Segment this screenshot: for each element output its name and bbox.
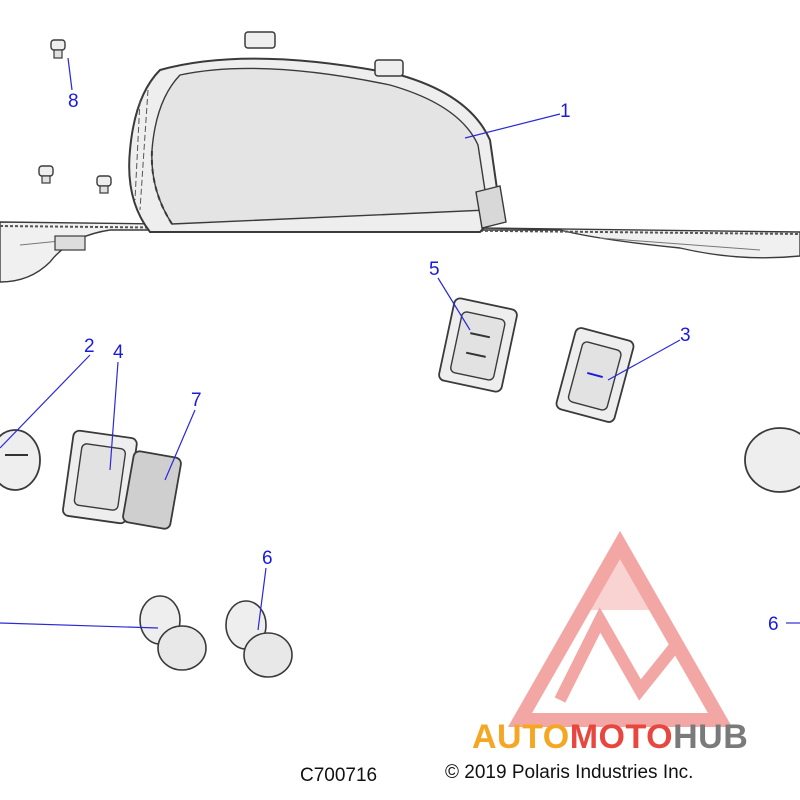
left-edge-knob xyxy=(0,429,41,491)
leader-lines xyxy=(0,57,800,631)
part-code: C700716 xyxy=(300,765,378,786)
screw-parts xyxy=(38,39,112,194)
cylinder-part-b xyxy=(225,600,293,678)
callout-8: 8 xyxy=(68,91,79,112)
watermark-word-moto: MOTO xyxy=(569,718,674,756)
cylinder-part-a xyxy=(139,595,207,671)
callout-5: 5 xyxy=(429,259,440,280)
callout-6b: 6 xyxy=(768,614,779,635)
callout-3: 3 xyxy=(680,325,691,346)
callout-2: 2 xyxy=(84,336,95,357)
watermark-text: AUTOMOTOHUB xyxy=(472,718,748,757)
rocker-switch-part-3 xyxy=(555,327,635,423)
rocker-switch-part-5 xyxy=(438,297,518,393)
callout-4: 4 xyxy=(113,342,124,363)
right-edge-knob xyxy=(744,427,800,493)
callout-6a: 6 xyxy=(262,548,273,569)
watermark-word-hub: HUB xyxy=(673,718,749,756)
callout-1: 1 xyxy=(560,101,571,122)
copyright-notice: © 2019 Polaris Industries Inc. xyxy=(445,762,694,783)
switch-pair-part-4-7 xyxy=(62,429,182,530)
instrument-cluster-part xyxy=(128,31,507,233)
watermark-word-auto: AUTO xyxy=(472,718,570,756)
watermark-logo xyxy=(507,530,733,727)
callout-7: 7 xyxy=(191,390,202,411)
